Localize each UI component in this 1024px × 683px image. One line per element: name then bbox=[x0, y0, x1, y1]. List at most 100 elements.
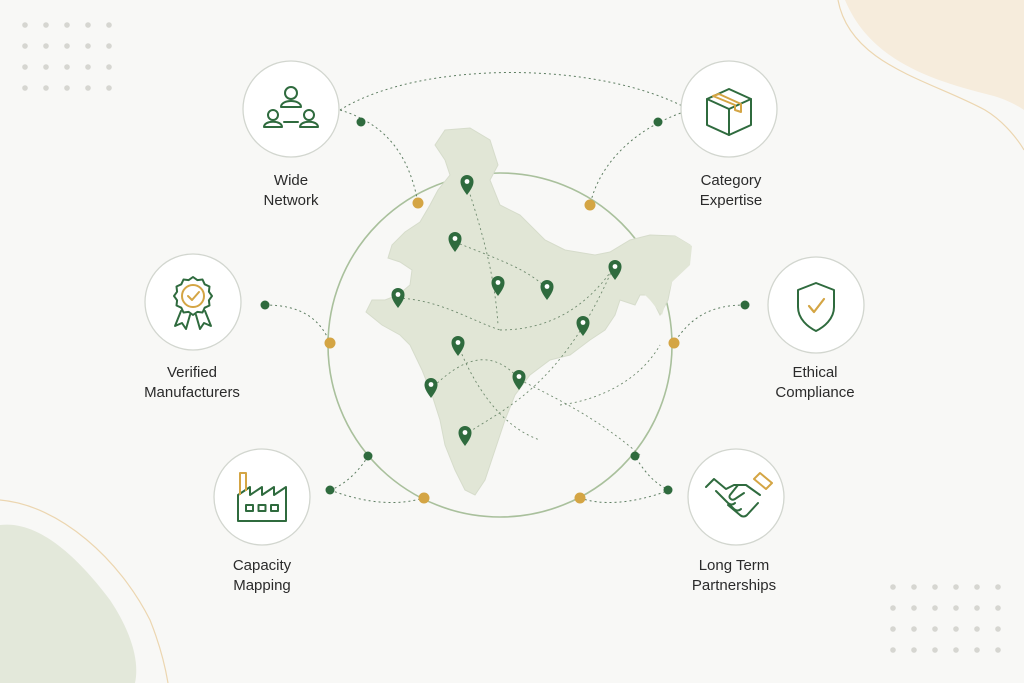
connector-node bbox=[740, 300, 750, 310]
northeast-map-region bbox=[640, 236, 692, 315]
grid-dot bbox=[953, 605, 959, 611]
shield-check-icon bbox=[797, 282, 835, 332]
ring-node bbox=[574, 492, 586, 504]
connector-node bbox=[356, 117, 366, 127]
grid-dot bbox=[995, 605, 1001, 611]
grid-dot bbox=[22, 64, 28, 70]
grid-dot bbox=[890, 584, 896, 590]
label-verified-manufacturers: Verified Manufacturers bbox=[112, 363, 272, 403]
grid-dot bbox=[932, 647, 938, 653]
grid-dot bbox=[932, 584, 938, 590]
label-capacity-mapping: Capacity Mapping bbox=[182, 556, 342, 596]
feature-circle bbox=[144, 253, 242, 351]
grid-dot bbox=[974, 584, 980, 590]
connector-line bbox=[579, 489, 671, 504]
feature-circle bbox=[767, 256, 865, 354]
label-long-term-partnerships: Long Term Partnerships bbox=[654, 556, 814, 596]
grid-dot bbox=[932, 626, 938, 632]
grid-dot bbox=[106, 22, 112, 28]
grid-dot bbox=[911, 584, 917, 590]
peach-blob-outline bbox=[837, 0, 1024, 151]
feature-category-expertise bbox=[680, 60, 778, 158]
connector-node bbox=[325, 485, 335, 495]
grid-dot bbox=[890, 647, 896, 653]
grid-dot bbox=[911, 647, 917, 653]
long-term-partnerships-line-1: Long Term bbox=[698, 557, 770, 574]
grid-dot bbox=[953, 626, 959, 632]
grid-dot bbox=[974, 626, 980, 632]
label-category-expertise: Category Expertise bbox=[651, 171, 811, 211]
factory-icon bbox=[237, 472, 287, 522]
dot-grid-decoration bbox=[890, 584, 1001, 653]
grid-dot bbox=[890, 626, 896, 632]
feature-ethical-compliance bbox=[767, 256, 865, 354]
grid-dot bbox=[106, 43, 112, 49]
feature-wide-network bbox=[242, 60, 340, 158]
location-pin-icon bbox=[451, 336, 465, 356]
sage-blob-decoration bbox=[0, 524, 137, 683]
long-term-partnerships-line-2: Partnerships bbox=[691, 577, 777, 594]
verified-manufacturers-line-2: Manufacturers bbox=[144, 384, 240, 401]
ring-node bbox=[668, 337, 680, 349]
india-map bbox=[365, 127, 691, 496]
label-wide-network: Wide Network bbox=[211, 171, 371, 211]
wide-network-line-2: Network bbox=[263, 192, 319, 209]
grid-dot bbox=[85, 43, 91, 49]
category-expertise-line-2: Expertise bbox=[699, 192, 763, 209]
location-pin-icon bbox=[391, 288, 405, 308]
connector-node bbox=[663, 485, 673, 495]
capacity-mapping-line-2: Mapping bbox=[233, 577, 291, 594]
connector-line bbox=[673, 304, 746, 344]
route-line bbox=[519, 379, 641, 456]
route-line bbox=[464, 269, 613, 436]
peach-blob-decoration bbox=[845, 0, 1024, 110]
connector-line bbox=[339, 109, 419, 204]
grid-dot bbox=[974, 647, 980, 653]
grid-dot bbox=[64, 22, 70, 28]
category-expertise-line-1: Category bbox=[700, 172, 762, 189]
connector-line bbox=[264, 304, 331, 344]
feature-capacity-mapping bbox=[213, 448, 311, 546]
ring-node bbox=[412, 197, 424, 209]
location-pin-icon bbox=[576, 316, 590, 336]
grid-dot bbox=[85, 22, 91, 28]
location-pin-icon bbox=[448, 232, 462, 252]
package-box-icon bbox=[706, 88, 752, 136]
connector-node bbox=[363, 451, 373, 461]
connector-node bbox=[260, 300, 270, 310]
grid-dot bbox=[911, 605, 917, 611]
grid-dot bbox=[106, 85, 112, 91]
route-line bbox=[466, 184, 499, 326]
location-pin-icon bbox=[491, 276, 505, 296]
connector-lines bbox=[260, 72, 750, 504]
grid-dot bbox=[911, 626, 917, 632]
dot-grid-decoration bbox=[22, 22, 112, 91]
location-pin-icon bbox=[424, 378, 438, 398]
label-ethical-compliance: Ethical Compliance bbox=[735, 363, 895, 403]
ring-node bbox=[324, 337, 336, 349]
handshake-icon bbox=[705, 472, 773, 518]
grid-dot bbox=[85, 85, 91, 91]
connector-line bbox=[339, 72, 691, 111]
grid-dot bbox=[64, 85, 70, 91]
ethical-compliance-line-1: Ethical bbox=[792, 364, 838, 381]
connector-line bbox=[589, 109, 691, 206]
grid-dot bbox=[995, 626, 1001, 632]
sage-blob-outline bbox=[0, 499, 169, 683]
grid-dot bbox=[974, 605, 980, 611]
grid-dot bbox=[43, 43, 49, 49]
grid-dot bbox=[43, 85, 49, 91]
grid-dot bbox=[64, 43, 70, 49]
location-pin-icon bbox=[540, 280, 554, 300]
grid-dot bbox=[85, 64, 91, 70]
grid-dot bbox=[995, 647, 1001, 653]
certified-badge-icon bbox=[173, 276, 213, 330]
ethical-compliance-line-2: Compliance bbox=[775, 384, 855, 401]
feature-long-term-partnerships bbox=[687, 448, 785, 546]
location-pins bbox=[391, 175, 622, 446]
route-line bbox=[457, 344, 541, 441]
location-pin-icon bbox=[460, 175, 474, 195]
feature-verified-manufacturers bbox=[144, 253, 242, 351]
connector-node bbox=[653, 117, 663, 127]
